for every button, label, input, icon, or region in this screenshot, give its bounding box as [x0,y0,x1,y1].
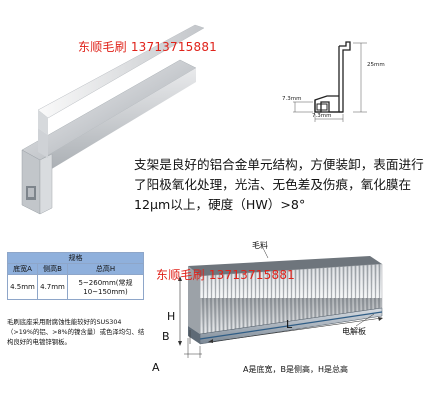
spec-cell-a: 4.5mm [7,274,38,300]
spec-col-a: 底宽A [7,263,38,275]
spec-table: 规格 底宽A 侧高B 总高H 4.5mm 4.7mm 5~260mm(常规10~… [7,252,144,300]
spec-col-b: 侧高B [37,263,68,275]
spec-col-h: 总高H [67,263,144,275]
product-description: 支架是良好的铝合金单元结构，方便装卸，表面进行了阳极氧化处理，光洁、无色差及伤痕… [134,157,424,212]
bristle-label: 毛料 [252,241,268,250]
spec-cell-h: 5~260mm(常规10~150mm) [67,274,144,300]
table-row: 4.5mm 4.7mm 5~260mm(常规10~150mm) [7,274,144,300]
material-note: 毛刷底座采用耐腐蚀性能较好的SUS304（>19%的铝、>8%的镍含量）或色泽均… [7,318,145,346]
contact-watermark-mid: 东顺毛刷 13713715881 [156,268,295,282]
dim-b-label: B [162,330,170,343]
dim-height-label: 25mm [367,62,385,68]
dim-bottom-label: 7.3mm [312,113,332,119]
dim-left-label: 7.3mm [282,96,302,102]
dim-h-label: H [167,310,176,323]
aluminum-profile-illustration [21,24,205,215]
dimension-caption: A是底宽，B是侧高，H是总高 [243,365,348,374]
brush-strip-illustration [178,245,383,358]
spec-table-title: 规格 [7,252,144,264]
dim-l-label: L [286,318,293,331]
plate-label: 电解板 [342,327,366,336]
dim-a-label: A [152,361,160,374]
profile-cross-section-diagram [293,41,367,122]
spec-cell-b: 4.7mm [37,274,68,300]
contact-watermark-top: 东顺毛刷 13713715881 [78,40,217,54]
